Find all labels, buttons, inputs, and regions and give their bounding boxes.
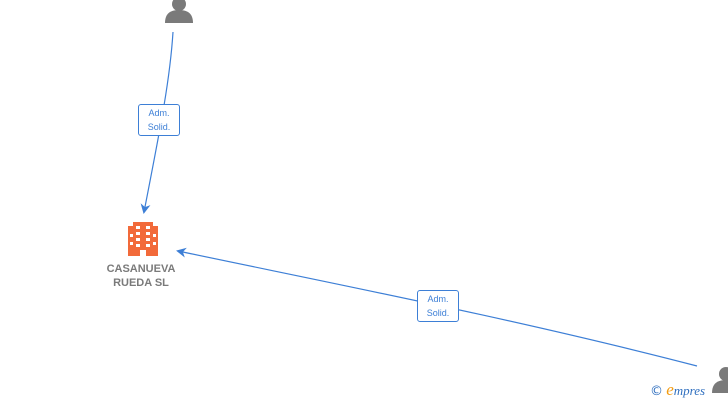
brand-text: mpres [673, 383, 706, 398]
edge-label-role: Adm. Solid. [417, 290, 459, 322]
person-icon[interactable] [165, 0, 193, 23]
person-icon[interactable] [712, 367, 728, 393]
brand-initial: e [666, 380, 674, 399]
copyright-symbol: © [650, 384, 663, 399]
edge-label-role: Adm. Solid. [138, 104, 180, 136]
watermark-logo: © empres [650, 380, 705, 400]
company-name[interactable]: CASANUEVA RUEDA SL [106, 263, 176, 289]
building-icon[interactable] [128, 222, 158, 256]
